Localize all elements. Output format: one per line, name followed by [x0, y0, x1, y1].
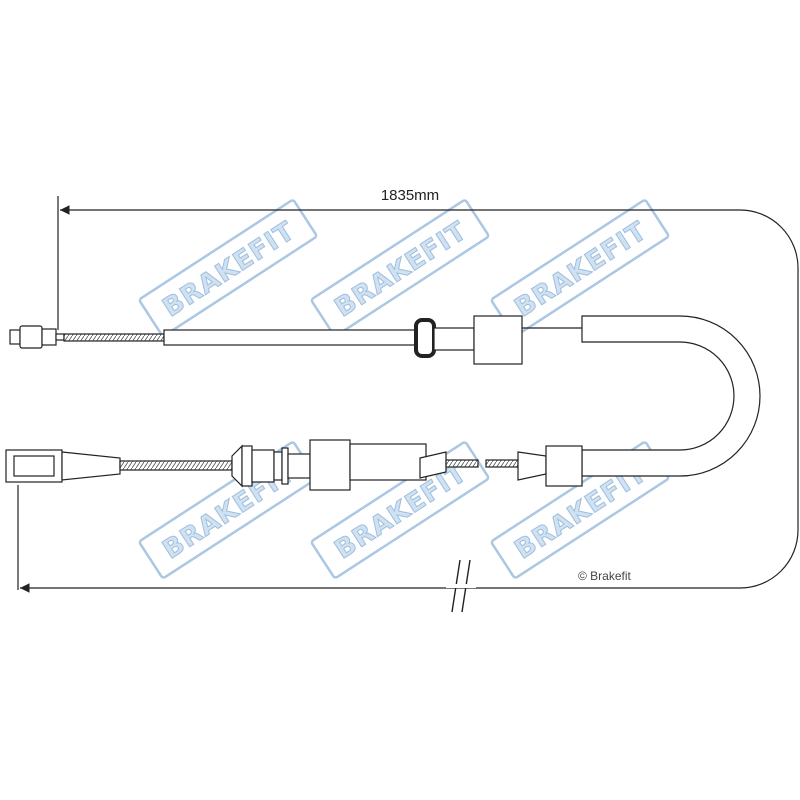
dimension-path	[20, 205, 799, 593]
watermark-stamp: BRAKEFIT	[310, 199, 490, 337]
dimension-line	[17, 196, 799, 613]
upper-inner-cable	[63, 333, 165, 342]
lower-sleeve-end	[419, 451, 447, 479]
lower-adjuster-ring	[273, 451, 283, 481]
watermark-logo-text: BRAKEFIT	[510, 216, 653, 323]
upper-end-neck	[55, 333, 65, 341]
upper-outer-sleeve	[163, 329, 417, 346]
exposed-inner-cable-left	[445, 459, 479, 468]
lower-clevis-slot	[13, 455, 55, 477]
lower-adjuster-body	[251, 449, 275, 483]
lower-cable-assembly	[5, 439, 583, 491]
dimension-label: 1835mm	[381, 187, 439, 204]
lower-casing-ferrule	[545, 445, 583, 487]
upper-cable-assembly	[9, 315, 761, 477]
lower-clevis-taper	[61, 451, 121, 481]
upper-clamp-block	[473, 315, 523, 365]
watermark-logo-text: BRAKEFIT	[158, 216, 301, 323]
exposed-inner-cable-right	[485, 459, 519, 468]
upper-ferrule	[433, 327, 475, 351]
upper-grommet	[414, 318, 436, 358]
u-bend-casing	[581, 315, 761, 477]
lower-adjuster-o-ring	[281, 447, 289, 485]
lower-adjuster-sleeve	[287, 453, 311, 479]
lower-inner-cable	[119, 460, 233, 471]
lower-adjuster-housing	[309, 439, 351, 491]
watermark-frame	[138, 199, 318, 337]
copyright-label: © Brakefit	[578, 569, 632, 583]
lower-outer-sleeve	[349, 443, 427, 481]
lower-casing-end	[517, 451, 547, 481]
watermark-stamp: BRAKEFIT	[138, 199, 318, 337]
watermark-logo-text: BRAKEFIT	[330, 216, 473, 323]
upper-end-nipple	[9, 329, 21, 345]
watermark-frame	[310, 199, 490, 337]
lower-adjuster-nut-1	[241, 445, 253, 487]
upper-end-ferrule	[19, 325, 43, 349]
upper-end-collar	[41, 328, 57, 346]
